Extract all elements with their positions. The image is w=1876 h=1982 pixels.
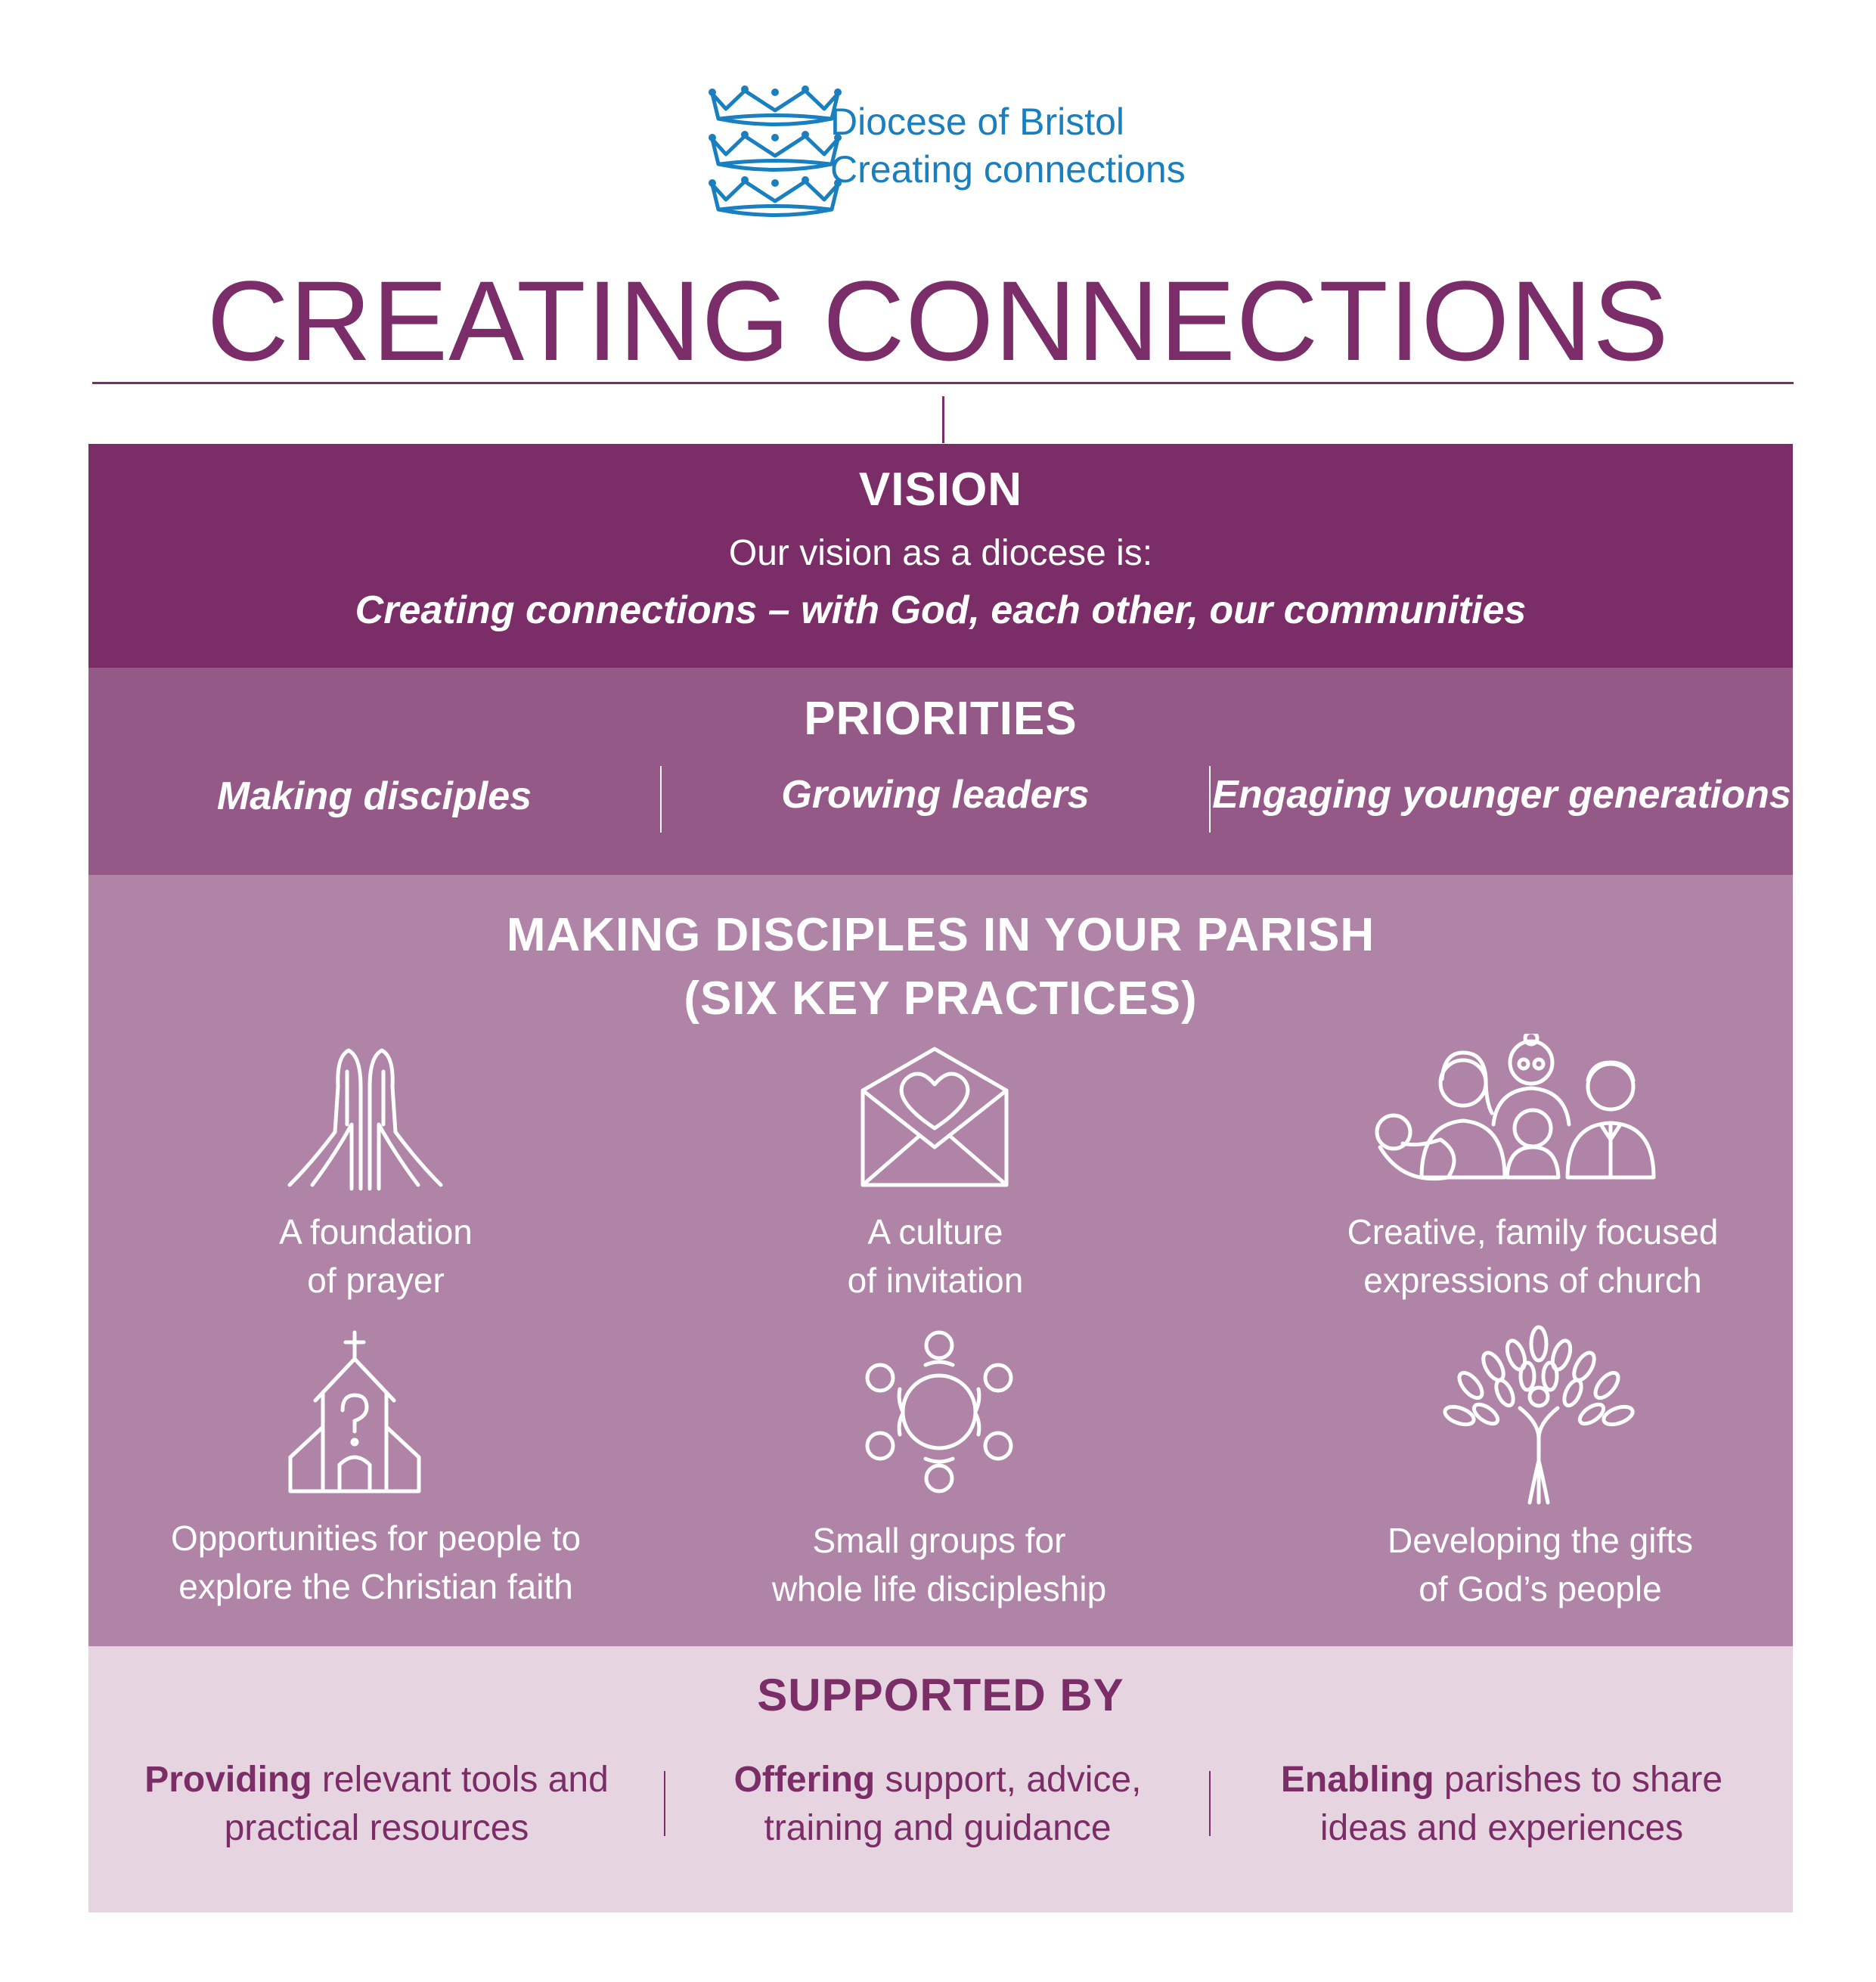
practices-heading-line2: (SIX KEY PRACTICES) [684, 972, 1198, 1025]
vision-heading: VISION [858, 464, 1023, 516]
vision-intro: Our vision as a diocese is: [728, 533, 1153, 573]
practice-label-prayer: A foundation of prayer [279, 1212, 473, 1300]
practice-label-small-groups: Small groups for whole life discipleship [771, 1521, 1107, 1608]
crowns-logo-icon [703, 85, 847, 221]
practices-section: MAKING DISCIPLES IN YOUR PARISH (SIX KEY… [88, 875, 1793, 1646]
heart-envelope-icon [860, 1047, 1009, 1187]
round-table-icon [865, 1330, 1013, 1493]
practices-heading-line1: MAKING DISCIPLES IN YOUR PARISH [506, 909, 1375, 961]
support-item-providing: Providing relevant tools and practical r… [144, 1760, 609, 1848]
support-heading: SUPPORTED BY [757, 1670, 1124, 1720]
practice-label-invitation: A culture of invitation [847, 1212, 1024, 1300]
priority-engaging-younger-generations: Engaging younger generations [1212, 773, 1791, 817]
support-section: SUPPORTED BY Providing relevant tools an… [88, 1646, 1793, 1912]
priorities-section: PRIORITIES Making disciples Growing lead… [88, 668, 1793, 875]
support-item-offering: Offering support, advice, training and g… [733, 1760, 1142, 1848]
priorities-heading: PRIORITIES [804, 693, 1078, 745]
church-question-icon [288, 1330, 421, 1493]
tree-icon [1443, 1325, 1635, 1505]
priority-growing-leaders: Growing leaders [781, 773, 1090, 817]
practice-label-explore-faith: Opportunities for people to explore the … [170, 1518, 581, 1606]
practices-heading: MAKING DISCIPLES IN YOUR PARISH (SIX KEY… [88, 904, 1793, 1031]
support-divider [1209, 1771, 1211, 1836]
vision-statement: Creating connections – with God, each ot… [355, 588, 1527, 632]
priority-divider [660, 766, 662, 833]
title-divider [92, 382, 1794, 384]
priority-divider [1209, 766, 1211, 833]
title-connector [942, 396, 944, 443]
support-divider [664, 1771, 665, 1836]
practice-label-gifts: Developing the gifts of God’s people [1387, 1521, 1694, 1608]
priority-making-disciples: Making disciples [216, 774, 532, 818]
support-item-enabling: Enabling parishes to share ideas and exp… [1280, 1760, 1723, 1848]
logo-name: Diocese of Bristol [830, 101, 1125, 143]
page-title: CREATING CONNECTIONS [206, 257, 1670, 384]
practice-label-family-church: Creative, family focused expressions of … [1347, 1212, 1719, 1300]
vision-section: VISION Our vision as a diocese is: Creat… [88, 444, 1793, 668]
praying-hands-icon [287, 1048, 443, 1191]
family-icon [1375, 1034, 1656, 1181]
logo-tagline: Creating connections [830, 148, 1186, 191]
